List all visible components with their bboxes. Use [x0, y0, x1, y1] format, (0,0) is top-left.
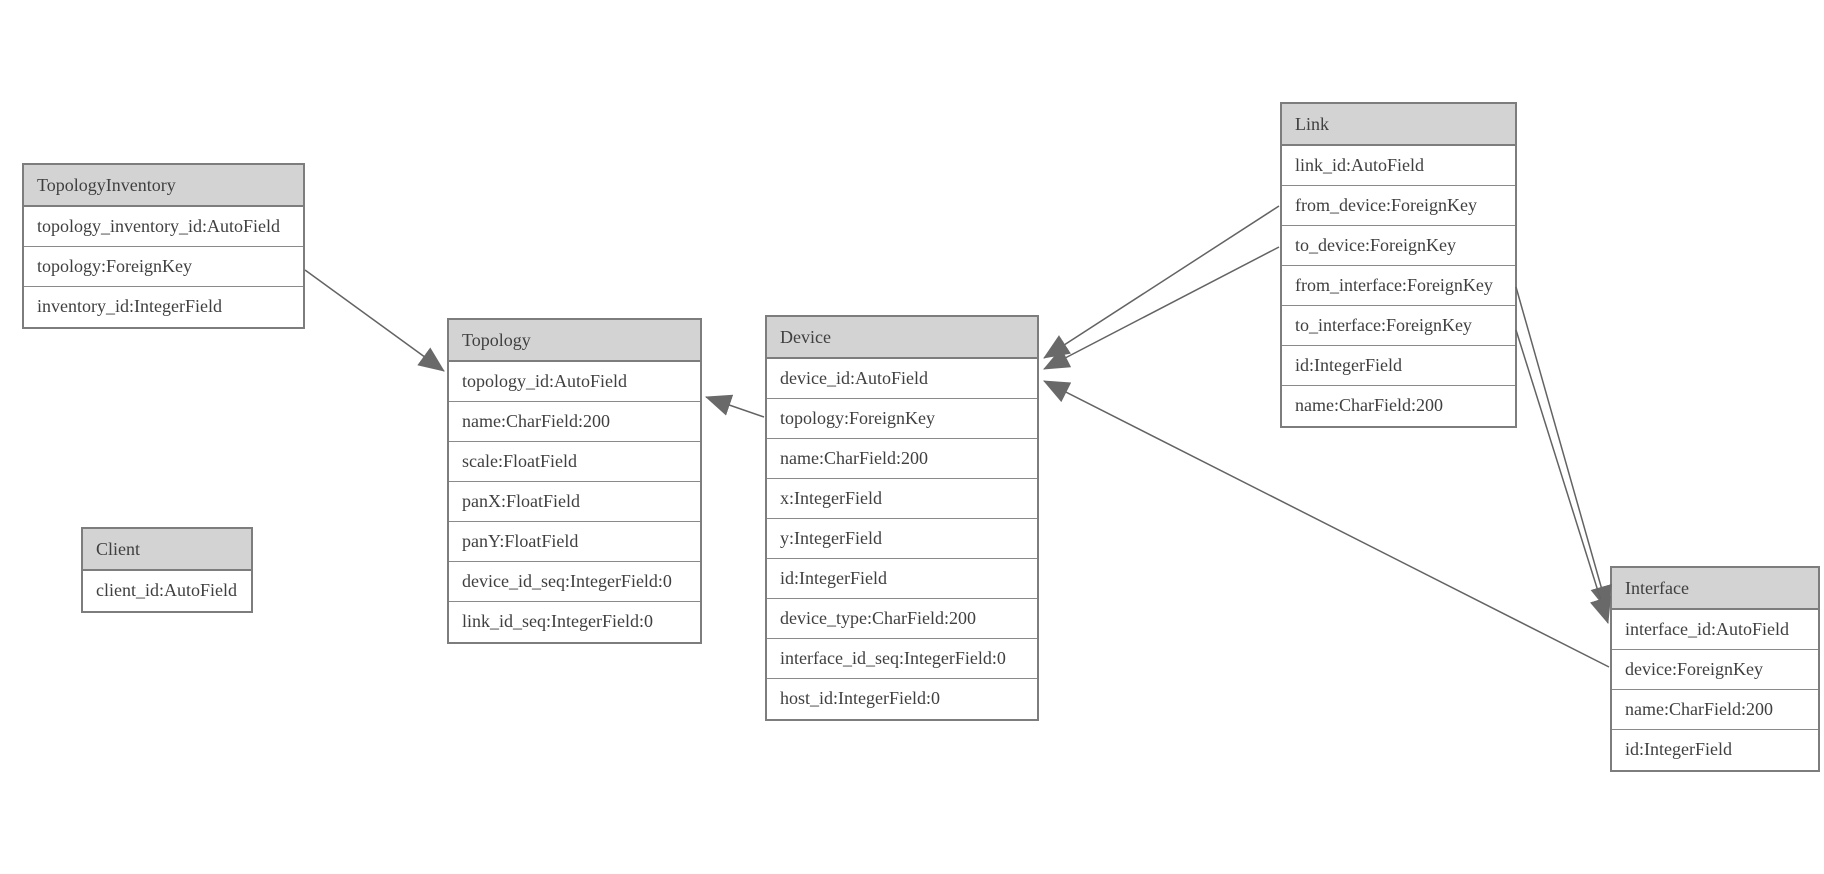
relation-topologyinventory-topology-to-topology — [304, 269, 445, 372]
entity-field-row: panY:FloatField — [449, 522, 700, 562]
entity-field-row: link_id:AutoField — [1282, 146, 1515, 186]
entity-field-row: from_device:ForeignKey — [1282, 186, 1515, 226]
entity-field-row: name:CharField:200 — [449, 402, 700, 442]
relation-link-from_interface-to-interface — [1515, 286, 1612, 612]
entity-title-client: Client — [83, 529, 251, 571]
entity-field-row: id:IntegerField — [1282, 346, 1515, 386]
entity-field-row: inventory_id:IntegerField — [24, 287, 303, 327]
entity-field-row: y:IntegerField — [767, 519, 1037, 559]
entity-field-row: interface_id_seq:IntegerField:0 — [767, 639, 1037, 679]
entity-field-row: to_device:ForeignKey — [1282, 226, 1515, 266]
relation-link-to_device-to-device — [1043, 246, 1280, 370]
entity-field-row: link_id_seq:IntegerField:0 — [449, 602, 700, 642]
entity-field-row: name:CharField:200 — [767, 439, 1037, 479]
entity-field-row: topology_inventory_id:AutoField — [24, 207, 303, 247]
entity-field-row: id:IntegerField — [767, 559, 1037, 599]
entity-field-row: to_interface:ForeignKey — [1282, 306, 1515, 346]
entity-field-row: device_id:AutoField — [767, 359, 1037, 399]
entity-field-row: scale:FloatField — [449, 442, 700, 482]
entity-title-topology-inventory: TopologyInventory — [24, 165, 303, 207]
entity-field-row: topology_id:AutoField — [449, 362, 700, 402]
entity-field-row: client_id:AutoField — [83, 571, 251, 611]
entity-field-row: name:CharField:200 — [1612, 690, 1818, 730]
entity-title-link: Link — [1282, 104, 1515, 146]
entity-field-row: id:IntegerField — [1612, 730, 1818, 770]
entity-title-device: Device — [767, 317, 1037, 359]
entity-field-row: topology:ForeignKey — [24, 247, 303, 287]
relation-link-from_device-to-device — [1043, 205, 1280, 359]
entity-field-row: panX:FloatField — [449, 482, 700, 522]
entity-field-row: device_id_seq:IntegerField:0 — [449, 562, 700, 602]
entity-field-row: device_type:CharField:200 — [767, 599, 1037, 639]
entity-field-row: host_id:IntegerField:0 — [767, 679, 1037, 719]
relation-device-topology-to-topology — [705, 394, 765, 418]
entity-field-row: device:ForeignKey — [1612, 650, 1818, 690]
relation-link-to_interface-to-interface — [1515, 329, 1612, 624]
entity-field-row: topology:ForeignKey — [767, 399, 1037, 439]
entity-field-row: x:IntegerField — [767, 479, 1037, 519]
entity-title-topology: Topology — [449, 320, 700, 362]
entity-field-row: interface_id:AutoField — [1612, 610, 1818, 650]
entity-title-interface: Interface — [1612, 568, 1818, 610]
entity-field-row: name:CharField:200 — [1282, 386, 1515, 426]
entity-field-row: from_interface:ForeignKey — [1282, 266, 1515, 306]
